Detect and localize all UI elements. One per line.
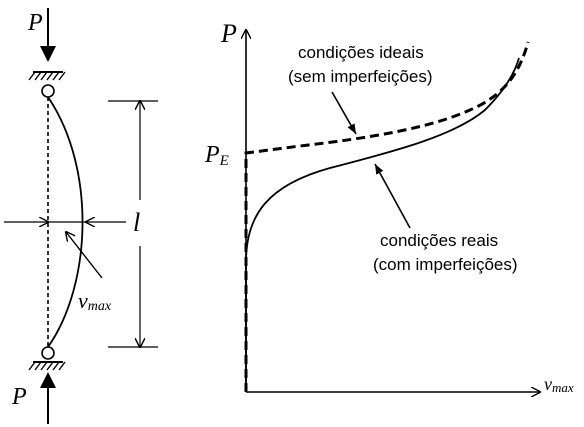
real-pointer xyxy=(374,163,411,229)
length-label: l xyxy=(133,208,140,237)
load-deflection-graph: P vmax PE condições ideais (sem imperfei… xyxy=(204,19,574,395)
vmax-pointer xyxy=(66,232,103,279)
column-diagram: P P vmax xyxy=(4,8,158,424)
top-load-arrow xyxy=(40,8,56,62)
length-dimension xyxy=(108,101,158,347)
euler-load-label: PE xyxy=(204,142,229,169)
deflected-column xyxy=(47,96,84,348)
top-support xyxy=(28,71,66,98)
ideal-label-line1: condições ideais xyxy=(298,43,424,62)
bottom-load-arrow xyxy=(40,372,56,424)
real-label-line1: condições reais xyxy=(380,231,498,250)
ideal-label-line2: (sem imperfeições) xyxy=(288,67,433,86)
x-axis-label: vmax xyxy=(544,374,574,395)
bottom-load-label: P xyxy=(11,384,27,410)
y-axis-label: P xyxy=(220,19,237,48)
top-load-label: P xyxy=(27,10,43,36)
real-curve xyxy=(245,57,520,392)
ideal-curve xyxy=(244,41,530,392)
ideal-pointer xyxy=(331,91,357,135)
real-label-line2: (com imperfeições) xyxy=(373,255,518,274)
bottom-support xyxy=(28,346,66,371)
vmax-label: vmax xyxy=(78,288,112,314)
